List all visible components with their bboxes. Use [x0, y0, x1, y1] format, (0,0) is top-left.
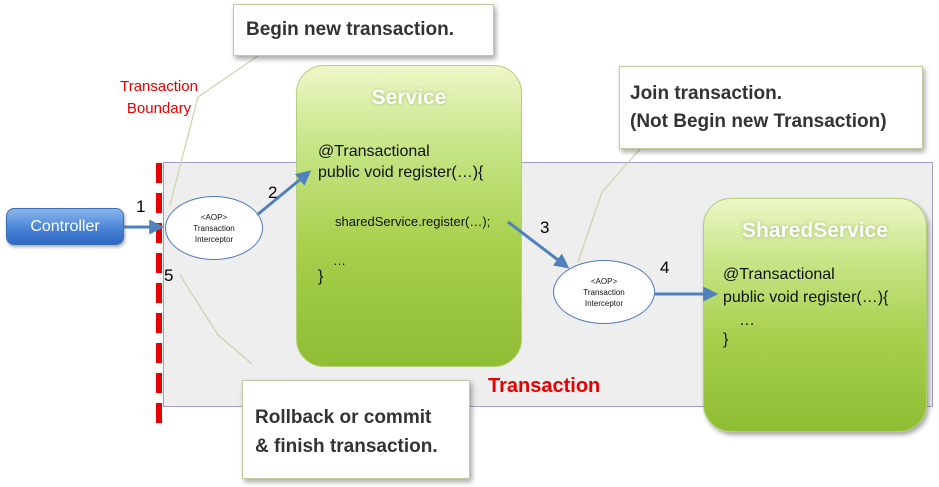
arrow-interceptor-to-service	[256, 170, 312, 217]
interceptor-2-line3: Interceptor	[584, 298, 624, 308]
step-1-label: 1	[136, 197, 146, 216]
shared-service-signature: public void register(…){	[723, 289, 889, 306]
callout-join-transaction: Join transaction. (Not Begin new Transac…	[619, 66, 923, 149]
interceptor-1-line3: Interceptor	[194, 234, 234, 244]
service-box[interactable]: Service @Transactional public void regis…	[296, 65, 522, 367]
service-close-brace: }	[318, 268, 324, 285]
callout-pointer-join	[577, 148, 641, 263]
arrow-service-to-interceptor	[507, 220, 570, 269]
callout-join-line2: (Not Begin new Transaction)	[630, 111, 887, 132]
interceptor-1-line1: <AOP>	[200, 212, 228, 222]
interceptor-2-line1: <AOP>	[590, 276, 618, 286]
callout-pointer-begin	[169, 55, 259, 206]
boundary-label-line1: Transaction	[120, 78, 198, 95]
controller-node[interactable]: Controller	[6, 208, 124, 245]
service-call: sharedService.register(…);	[335, 214, 491, 229]
service-signature: public void register(…){	[318, 164, 484, 181]
shared-service-box[interactable]: SharedService @Transactional public void…	[703, 198, 927, 432]
service-ellipsis: …	[333, 253, 346, 268]
step-3-label: 3	[540, 218, 550, 237]
shared-service-annotation: @Transactional	[723, 266, 835, 283]
step-5-label: 5	[164, 266, 174, 285]
callout-pointer-rollback	[179, 274, 253, 365]
callout-rollback-commit: Rollback or commit & finish transaction.	[242, 380, 470, 479]
callout-begin-text: Begin new transaction.	[246, 19, 454, 40]
transaction-boundary-label: Transaction Boundary	[100, 76, 218, 120]
shared-service-title: SharedService	[742, 219, 888, 242]
boundary-label-line2: Boundary	[126, 100, 192, 117]
callout-rollback-line1: Rollback or commit	[255, 407, 432, 428]
step-2-label: 2	[268, 183, 278, 202]
shared-service-close-brace: }	[723, 331, 729, 348]
service-annotation: @Transactional	[318, 143, 430, 160]
interceptor-2-line2: Transaction	[583, 287, 625, 297]
callout-rollback-line2: & finish transaction.	[255, 436, 438, 457]
shared-service-ellipsis: …	[739, 312, 755, 329]
transaction-label: Transaction	[488, 375, 601, 397]
transaction-interceptor-2[interactable]: <AOP> Transaction Interceptor	[553, 260, 655, 324]
step-4-label: 4	[660, 258, 670, 277]
service-title: Service	[371, 86, 447, 109]
transaction-interceptor-1[interactable]: <AOP> Transaction Interceptor	[165, 196, 263, 260]
callout-join-line1: Join transaction.	[630, 83, 783, 104]
callout-begin-transaction: Begin new transaction.	[233, 4, 494, 56]
interceptor-1-line2: Transaction	[193, 223, 235, 233]
